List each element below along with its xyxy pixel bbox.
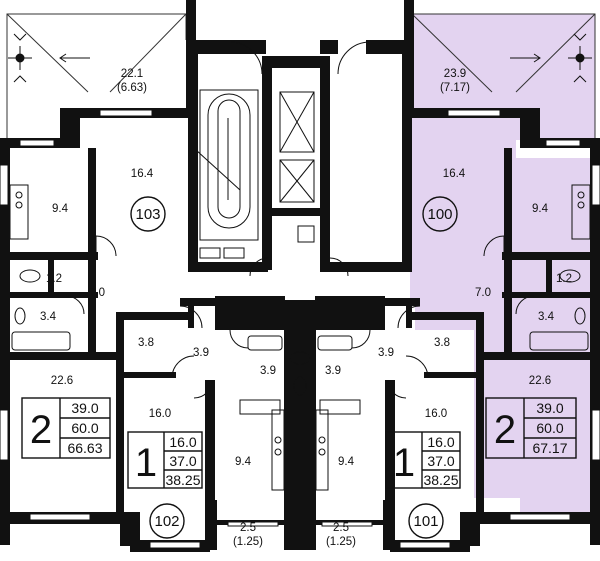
apartment-number-circles <box>130 196 458 539</box>
left2-total-with-balcony: 66.63 <box>67 440 102 456</box>
kitchen-center-left-area: 9.4 <box>235 456 252 468</box>
highlighted-apartment <box>410 14 598 512</box>
wc-right-area: 1.2 <box>556 273 572 285</box>
room-101-area: 16.0 <box>425 408 447 420</box>
room-103-area: 16.4 <box>131 168 154 180</box>
apartment-number-100: 100 <box>427 206 452 223</box>
bath-right-area: 3.4 <box>538 311 555 323</box>
right2-living-area: 39.0 <box>536 400 563 416</box>
balcony-right-area: 23.9 <box>444 68 466 80</box>
living-right-area: 22.6 <box>529 375 551 387</box>
sink-icon <box>14 307 586 365</box>
left2-living-area: 39.0 <box>71 400 98 416</box>
bathtub-icon <box>11 331 589 351</box>
hall-right-area: 7.0 <box>475 287 491 299</box>
corridor-left-area: 3.9 <box>193 347 209 359</box>
room-102-area: 16.0 <box>149 408 171 420</box>
right2-room-count: 2 <box>494 408 516 452</box>
area-summary-boxes <box>21 397 577 489</box>
door-swing-icon <box>65 41 535 399</box>
left1-living-area: 16.0 <box>169 434 196 450</box>
apartment-number-102: 102 <box>154 513 179 530</box>
right2-total-with-balcony: 67.17 <box>532 440 567 456</box>
right1-room-count: 1 <box>393 441 415 485</box>
wc-left-area: 1.2 <box>46 273 62 285</box>
loggia-right-area: 2.5 <box>333 522 349 534</box>
windows <box>0 109 600 549</box>
loggia-left-sub: (1.25) <box>233 536 263 548</box>
apartment-number-103: 103 <box>135 206 160 223</box>
kitchen-right-area: 9.4 <box>532 203 549 215</box>
left2-total-area: 60.0 <box>71 420 98 436</box>
right1-total-with-balcony: 38.25 <box>423 472 458 488</box>
right1-living-area: 16.0 <box>427 434 454 450</box>
stove-icon <box>9 184 591 491</box>
apartment-number-101: 101 <box>413 513 438 530</box>
kitchen-center-right-area: 9.4 <box>338 456 355 468</box>
room-100-area: 16.4 <box>443 168 466 180</box>
elevator-icon <box>279 91 315 243</box>
hall-left-area: 7.0 <box>89 287 105 299</box>
lamp-icon <box>510 33 592 83</box>
balcony-right-sub: (7.17) <box>440 82 470 94</box>
bath-left-area: 3.4 <box>40 311 57 323</box>
loggia-right-sub: (1.25) <box>326 536 356 548</box>
right1-total-area: 37.0 <box>427 453 454 469</box>
corridor-right-area: 3.9 <box>378 347 394 359</box>
kitchen-left-area: 9.4 <box>52 203 69 215</box>
toilet-icon <box>19 269 581 396</box>
store-right-area: 3.8 <box>434 337 450 349</box>
left1-room-count: 1 <box>135 441 157 485</box>
bath-center-left-area: 3.9 <box>260 365 276 377</box>
balcony-left-sub: (6.63) <box>117 82 147 94</box>
highlight-body <box>410 268 598 512</box>
balcony-left-area: 22.1 <box>121 68 143 80</box>
right2-total-area: 60.0 <box>536 420 563 436</box>
left1-total-with-balcony: 38.25 <box>165 472 200 488</box>
store-left-area: 3.8 <box>138 337 154 349</box>
stair-icon <box>195 89 259 259</box>
highlight-balcony <box>412 14 598 270</box>
left1-total-area: 37.0 <box>169 453 196 469</box>
bath-center-right-area: 3.9 <box>325 365 341 377</box>
lamp-icon <box>8 33 90 83</box>
loggia-left-area: 2.5 <box>240 522 256 534</box>
living-left-area: 22.6 <box>51 375 73 387</box>
left2-room-count: 2 <box>30 408 52 452</box>
